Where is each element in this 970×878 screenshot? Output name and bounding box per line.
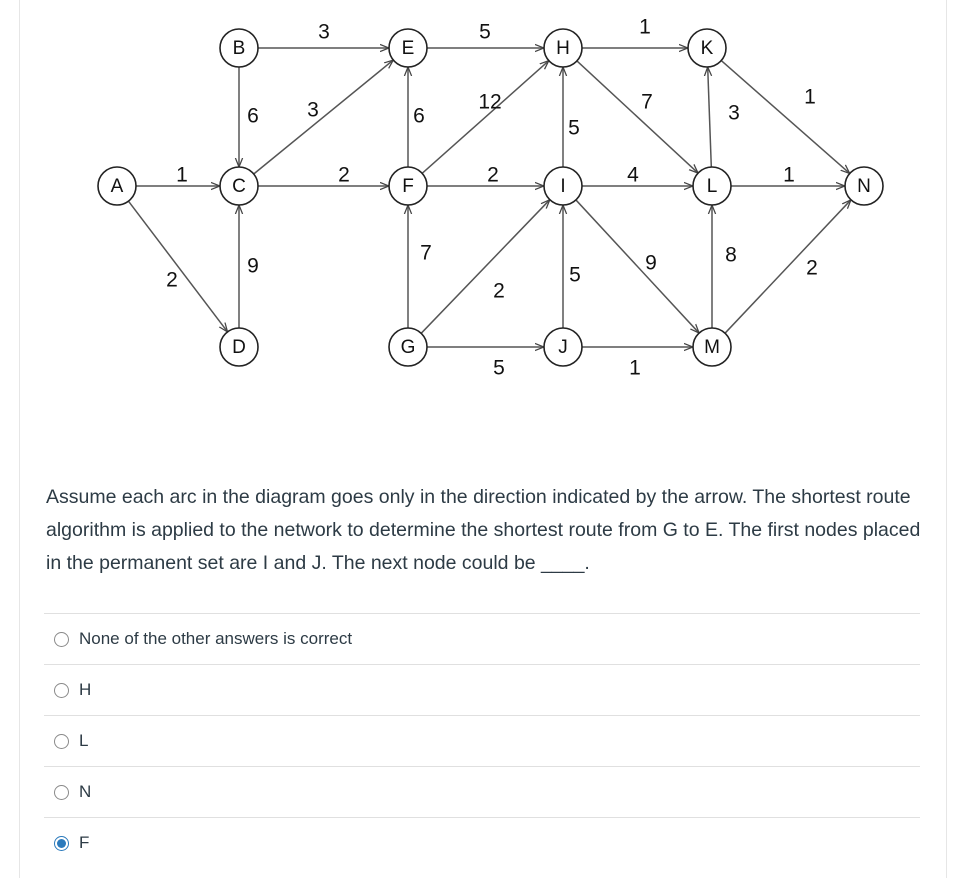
node-label: N	[857, 176, 871, 197]
answer-option-1[interactable]: H	[44, 664, 920, 715]
edge-weight-j-i: 5	[569, 264, 581, 287]
edge-weight-f-h: 12	[478, 91, 501, 114]
question-frame	[19, 0, 947, 878]
node-b: B	[219, 28, 259, 68]
edge-weight-e-h: 5	[479, 21, 491, 44]
node-label: M	[704, 337, 720, 358]
answer-label: H	[79, 680, 92, 699]
edge-weight-g-f: 7	[420, 242, 432, 265]
node-label: C	[232, 176, 246, 197]
node-j: J	[543, 327, 583, 367]
node-label: K	[701, 38, 714, 59]
node-label: L	[707, 176, 718, 197]
edge-weight-a-d: 2	[166, 269, 178, 292]
edge-weight-g-j: 5	[493, 357, 505, 380]
edge-weight-m-n: 2	[806, 257, 818, 280]
node-l: L	[692, 166, 732, 206]
edge-weight-m-l: 8	[725, 244, 737, 267]
edge-weight-d-c: 9	[247, 255, 259, 278]
node-i: I	[543, 166, 583, 206]
edge-weight-a-c: 1	[176, 164, 188, 187]
node-label: H	[556, 38, 570, 59]
edge-f-h	[421, 61, 549, 174]
radio-button[interactable]	[54, 733, 69, 749]
radio-button-checked[interactable]	[54, 835, 69, 851]
answer-label: None of the other answers is correct	[79, 629, 353, 648]
radio-button[interactable]	[54, 631, 69, 647]
node-circle	[543, 327, 583, 367]
node-circle	[687, 28, 727, 68]
node-label: E	[402, 38, 415, 59]
answer-label: F	[79, 833, 90, 852]
node-circle	[219, 28, 259, 68]
edge-weight-h-k: 1	[639, 16, 651, 39]
node-circle	[692, 166, 732, 206]
node-a: A	[97, 166, 137, 206]
node-label: F	[402, 176, 414, 197]
node-circle	[388, 327, 428, 367]
node-circle	[543, 28, 583, 68]
node-circle	[388, 28, 428, 68]
edge-h-l	[576, 60, 698, 173]
answer-option-2[interactable]: L	[44, 715, 920, 766]
edge-k-n	[720, 59, 849, 174]
edge-weight-i-h: 5	[568, 117, 580, 140]
node-circle	[219, 327, 259, 367]
radio-dot	[57, 838, 66, 848]
node-label: B	[233, 38, 246, 59]
edge-weight-c-e: 3	[307, 99, 319, 122]
edge-weight-b-c: 6	[247, 105, 259, 128]
edge-weight-c-f: 2	[338, 164, 350, 187]
edge-weight-f-e: 6	[413, 105, 425, 128]
edge-g-i	[420, 200, 550, 334]
answer-option-3[interactable]: N	[44, 766, 920, 817]
node-k: K	[687, 28, 727, 68]
edge-weight-l-n: 1	[783, 164, 795, 187]
node-label: J	[558, 337, 568, 358]
node-c: C	[219, 166, 259, 206]
edge-weight-h-l: 7	[641, 91, 653, 114]
answer-option-4[interactable]: F	[44, 817, 920, 868]
node-circle	[543, 166, 583, 206]
node-label: D	[232, 337, 246, 358]
edge-weight-g-i: 2	[493, 280, 505, 303]
answer-label: N	[79, 782, 92, 801]
edge-l-k	[708, 67, 712, 168]
radio-button[interactable]	[54, 784, 69, 800]
node-label: I	[560, 176, 565, 197]
node-f: F	[388, 166, 428, 206]
answer-option-0[interactable]: None of the other answers is correct	[44, 613, 920, 664]
edge-weight-k-n: 1	[804, 86, 816, 109]
node-e: E	[388, 28, 428, 68]
edge-a-d	[127, 200, 227, 332]
node-label: G	[401, 337, 416, 358]
node-circle	[692, 327, 732, 367]
node-n: N	[844, 166, 884, 206]
edge-m-n	[724, 200, 851, 334]
node-g: G	[388, 327, 428, 367]
node-label: A	[111, 176, 124, 197]
node-circle	[388, 166, 428, 206]
node-circle	[219, 166, 259, 206]
edge-weight-i-m: 9	[645, 252, 657, 275]
edge-weight-j-m: 1	[629, 357, 641, 380]
node-circle	[844, 166, 884, 206]
edge-weight-f-i: 2	[487, 164, 499, 187]
node-d: D	[219, 327, 259, 367]
edge-weight-i-l: 4	[627, 164, 639, 187]
edge-i-m	[575, 199, 699, 333]
edge-c-e	[253, 60, 394, 175]
edge-weight-b-e: 3	[318, 21, 330, 44]
radio-button[interactable]	[54, 682, 69, 698]
node-m: M	[692, 327, 732, 367]
answer-label: L	[79, 731, 89, 750]
edge-weight-l-k: 3	[728, 102, 740, 125]
question-text: Assume each arc in the diagram goes only…	[46, 486, 921, 574]
node-circle	[97, 166, 137, 206]
node-h: H	[543, 28, 583, 68]
